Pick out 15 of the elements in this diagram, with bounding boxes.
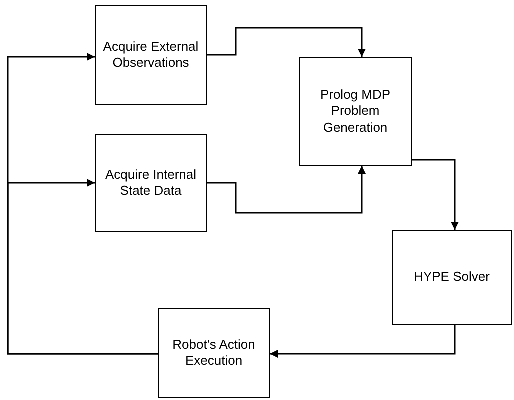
box-label: Prolog MDP Problem Generation	[319, 87, 392, 136]
arrow	[270, 325, 456, 358]
process-box	[392, 230, 512, 325]
process-box	[299, 57, 412, 166]
process-box	[158, 308, 270, 398]
process-box	[95, 5, 207, 105]
arrow	[207, 166, 366, 214]
arrow	[207, 27, 366, 57]
box-label: Acquire Internal State Data	[104, 166, 198, 200]
box-label: HYPE Solver	[414, 269, 490, 286]
arrow	[7, 179, 158, 355]
box-label: Robot's Action Execution	[172, 336, 256, 370]
box-label: Acquire External Observations	[102, 38, 200, 72]
arrow	[412, 159, 459, 230]
process-box	[95, 134, 207, 232]
